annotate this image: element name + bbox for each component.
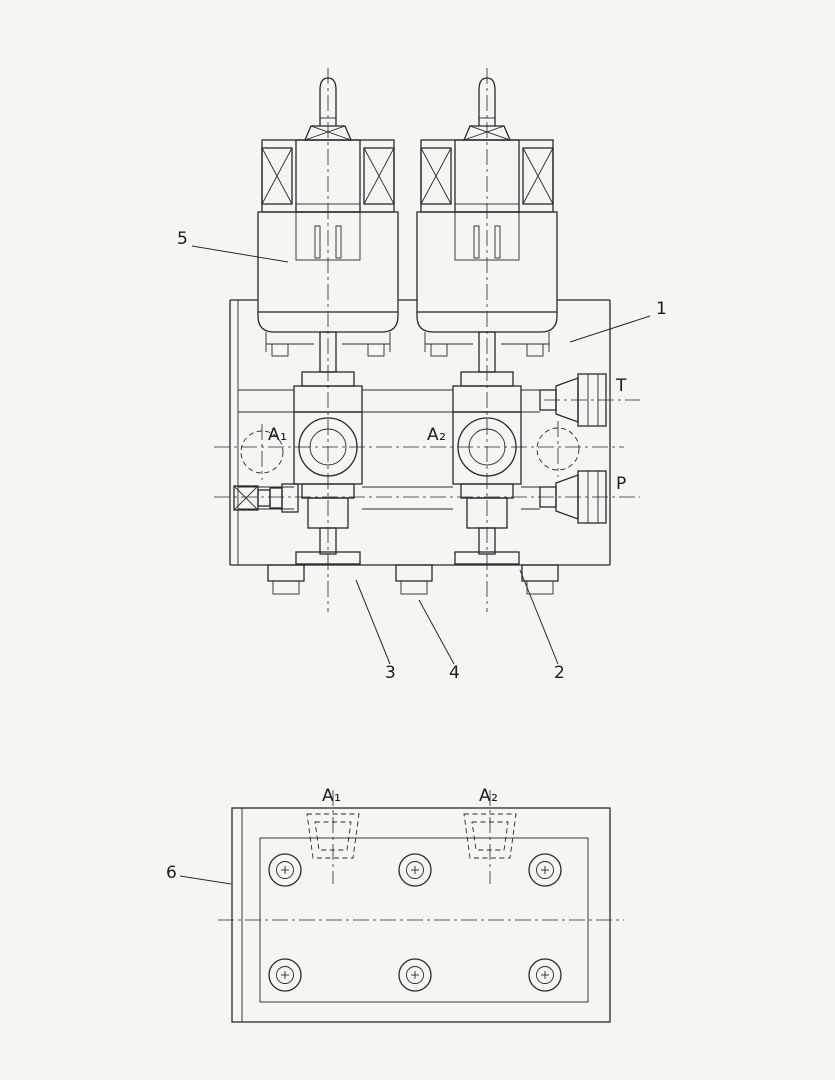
callout-part-5: 5 bbox=[177, 229, 188, 249]
bolt-hole bbox=[268, 853, 302, 887]
front-view: 5 1 T P A₁ A₂ 3 4 2 bbox=[177, 68, 667, 683]
internal-passages bbox=[238, 389, 540, 510]
bolt-hole bbox=[398, 853, 432, 887]
bolt-hole bbox=[528, 958, 562, 992]
callout-port-a1: A₁ bbox=[268, 425, 287, 445]
callout-part-4: 4 bbox=[449, 663, 460, 683]
callout-port-p: P bbox=[616, 474, 627, 494]
callout-part-2: 2 bbox=[554, 663, 565, 683]
callout-part-6: 6 bbox=[166, 863, 177, 883]
bolt-hole bbox=[268, 958, 302, 992]
hidden-port-left bbox=[240, 424, 284, 480]
hidden-port-right bbox=[536, 421, 580, 477]
bottom-plug-middle bbox=[395, 564, 433, 595]
front-view-callouts: 5 1 T P A₁ A₂ 3 4 2 bbox=[177, 229, 667, 683]
bottom-view-callouts: A₁ A₂ 6 bbox=[166, 786, 498, 885]
bottom-plug-left bbox=[267, 564, 305, 595]
callout-part-1: 1 bbox=[656, 299, 667, 319]
left-port-fitting bbox=[233, 483, 299, 513]
bolt-hole bbox=[398, 958, 432, 992]
mounting-plate-outline bbox=[231, 807, 611, 1023]
callout-part-3: 3 bbox=[385, 663, 396, 683]
callout-port-t: T bbox=[615, 376, 627, 396]
callout-bottom-a1: A₁ bbox=[322, 786, 341, 806]
bottom-plug-right bbox=[521, 564, 559, 595]
bottom-view: A₁ A₂ 6 bbox=[166, 786, 624, 1023]
bolt-hole bbox=[528, 853, 562, 887]
callout-bottom-a2: A₂ bbox=[479, 786, 498, 806]
callout-port-a2: A₂ bbox=[427, 425, 446, 445]
